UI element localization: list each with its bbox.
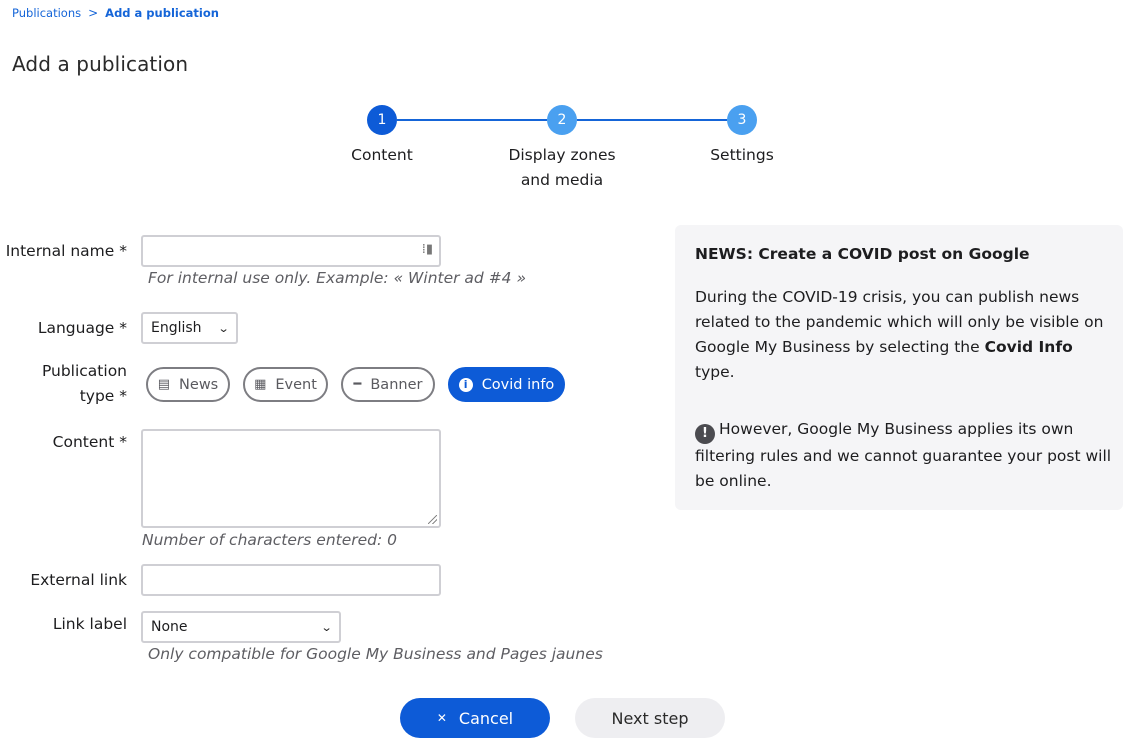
info-panel-warning-text: However, Google My Business applies its …: [695, 420, 1112, 490]
breadcrumb-item-current[interactable]: Add a publication: [105, 6, 219, 20]
info-panel-title: NEWS: Create a COVID post on Google: [695, 245, 1030, 263]
next-step-button-label: Next step: [611, 708, 689, 728]
breadcrumb-separator: >: [88, 6, 99, 20]
language-selected-value: English: [151, 320, 202, 336]
link-label-hint: Only compatible for Google My Business a…: [148, 645, 603, 663]
chevron-down-icon: ⌄: [217, 321, 230, 335]
external-link-input[interactable]: [141, 564, 441, 596]
type-event-label: Event: [275, 376, 317, 393]
language-label: Language *: [37, 319, 127, 337]
content-label: Content *: [52, 433, 127, 451]
calendar-icon: ▦: [254, 377, 267, 392]
info-panel-paragraph-2: !However, Google My Business applies its…: [695, 417, 1115, 494]
stepper-connector: [577, 119, 727, 121]
resize-handle-icon[interactable]: [428, 515, 437, 524]
info-panel-bold-text: Covid Info: [984, 338, 1073, 356]
publication-type-label-line-2: type *: [79, 387, 127, 405]
close-icon: ✕: [436, 711, 447, 725]
link-label-select[interactable]: None ⌄: [141, 611, 341, 643]
type-covid-info-pill[interactable]: i Covid info: [448, 367, 565, 402]
step-2-label-line-2: and media: [520, 171, 604, 189]
page-title: Add a publication: [12, 52, 189, 76]
type-news-pill[interactable]: ▤ News: [146, 367, 230, 402]
internal-name-input[interactable]: ⁞▮: [141, 235, 441, 267]
newspaper-icon: ▤: [157, 377, 171, 392]
external-link-label: External link: [30, 571, 127, 589]
step-1-label-line: Content: [351, 146, 413, 164]
info-panel-paragraph-1: During the COVID-19 crisis, you can publ…: [695, 285, 1115, 385]
step-1-label: Content: [302, 143, 462, 168]
link-label-label: Link label: [52, 615, 127, 633]
breadcrumb: Publications > Add a publication: [12, 6, 219, 20]
type-covid-info-label: Covid info: [481, 376, 555, 393]
type-banner-pill[interactable]: ━ Banner: [341, 367, 435, 402]
step-3-label: Settings: [662, 143, 822, 168]
internal-name-label: Internal name *: [5, 242, 127, 260]
publication-type-label: Publication type *: [42, 359, 127, 409]
step-2-circle[interactable]: 2: [547, 105, 577, 135]
type-news-label: News: [179, 376, 219, 393]
link-label-selected-value: None: [151, 619, 188, 635]
info-panel-text: During the COVID-19 crisis, you can publ…: [695, 288, 1104, 356]
type-banner-label: Banner: [370, 376, 423, 393]
chevron-down-icon: ⌄: [320, 620, 333, 634]
step-3-label-line: Settings: [710, 146, 774, 164]
step-3-circle[interactable]: 3: [727, 105, 757, 135]
breadcrumb-item-publications[interactable]: Publications: [12, 6, 82, 20]
input-assist-icon[interactable]: ⁞▮: [421, 242, 433, 257]
next-step-button[interactable]: Next step: [575, 698, 725, 738]
step-2-label: Display zones and media: [482, 143, 642, 193]
exclamation-icon: !: [695, 423, 715, 444]
type-event-pill[interactable]: ▦ Event: [243, 367, 328, 402]
info-panel: NEWS: Create a COVID post on Google Duri…: [675, 225, 1123, 510]
language-select[interactable]: English ⌄: [141, 312, 238, 344]
publication-type-label-line-1: Publication: [41, 362, 127, 380]
internal-name-hint: For internal use only. Example: « Winter…: [148, 269, 527, 287]
stepper-connector: [397, 119, 547, 121]
step-2-label-line-1: Display zones: [508, 146, 616, 164]
cancel-button[interactable]: ✕ Cancel: [400, 698, 550, 738]
info-panel-text: type.: [695, 363, 735, 381]
content-char-counter: Number of characters entered: 0: [142, 531, 398, 549]
content-textarea[interactable]: [141, 429, 441, 528]
minus-icon: ━: [353, 377, 362, 392]
info-circle-icon: i: [458, 377, 473, 392]
step-1-circle[interactable]: 1: [367, 105, 397, 135]
cancel-button-label: Cancel: [458, 708, 514, 728]
